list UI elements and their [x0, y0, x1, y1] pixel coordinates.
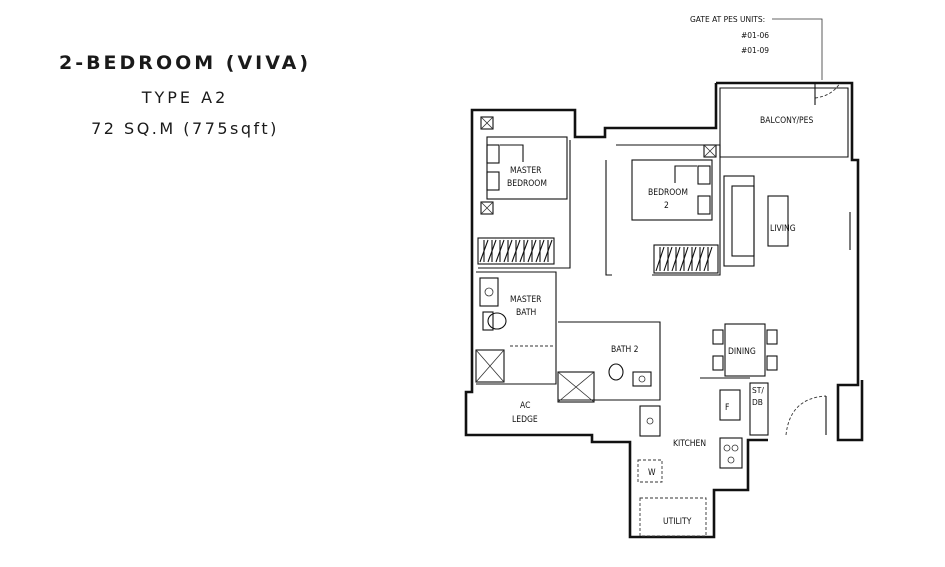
master-bedroom-label-2: BEDROOM — [507, 179, 547, 189]
balcony-label: BALCONY/PES — [760, 116, 814, 126]
bedroom-2-label-2: 2 — [664, 201, 669, 211]
db-label-1: ST/ — [752, 386, 764, 395]
db-label-2: DB — [752, 398, 763, 407]
balcony-door-swing — [814, 82, 841, 99]
utility-label: UTILITY — [663, 517, 692, 527]
master-wardrobe — [477, 237, 555, 265]
living-sofa — [723, 175, 851, 267]
fridge-label: F — [725, 403, 729, 413]
ac-ledge-label-2: LEDGE — [512, 415, 538, 425]
washer-label: W — [648, 468, 656, 478]
kitchen-fixtures — [637, 377, 750, 537]
master-bedroom-label-1: MASTER — [510, 166, 542, 176]
dining-table — [712, 323, 778, 377]
bedroom-2-label-1: BEDROOM — [648, 188, 688, 198]
unit-type: TYPE A2 — [141, 88, 229, 107]
gate-leader-line — [772, 18, 823, 80]
ac-ledge-label-1: AC — [520, 401, 530, 411]
db-cabinet — [749, 382, 769, 436]
gate-unit-2: #01-09 — [741, 46, 769, 55]
bath-2-fixtures — [557, 363, 652, 403]
master-bed — [480, 116, 568, 215]
outer-walls — [464, 81, 864, 539]
bath-2-label: BATH 2 — [611, 345, 639, 355]
bedroom-2-wardrobe — [653, 244, 719, 274]
dining-label: DINING — [728, 347, 756, 357]
gate-unit-1: #01-06 — [741, 31, 769, 40]
unit-title-block: 2-BEDROOM (VIVA) TYPE A2 72 SQ.M (775sqf… — [0, 52, 370, 138]
kitchen-label: KITCHEN — [673, 439, 706, 449]
bedroom-2-bed — [631, 144, 717, 221]
master-bath-label-1: MASTER — [510, 295, 542, 305]
master-bath-label-2: BATH — [516, 308, 536, 318]
master-bath-fixtures — [475, 277, 554, 383]
gate-note: GATE AT PES UNITS: — [690, 15, 765, 24]
living-label: LIVING — [770, 224, 796, 234]
unit-area: 72 SQ.M (775sqft) — [91, 119, 279, 138]
main-door-swing — [785, 395, 827, 436]
unit-name: 2-BEDROOM (VIVA) — [58, 52, 312, 74]
